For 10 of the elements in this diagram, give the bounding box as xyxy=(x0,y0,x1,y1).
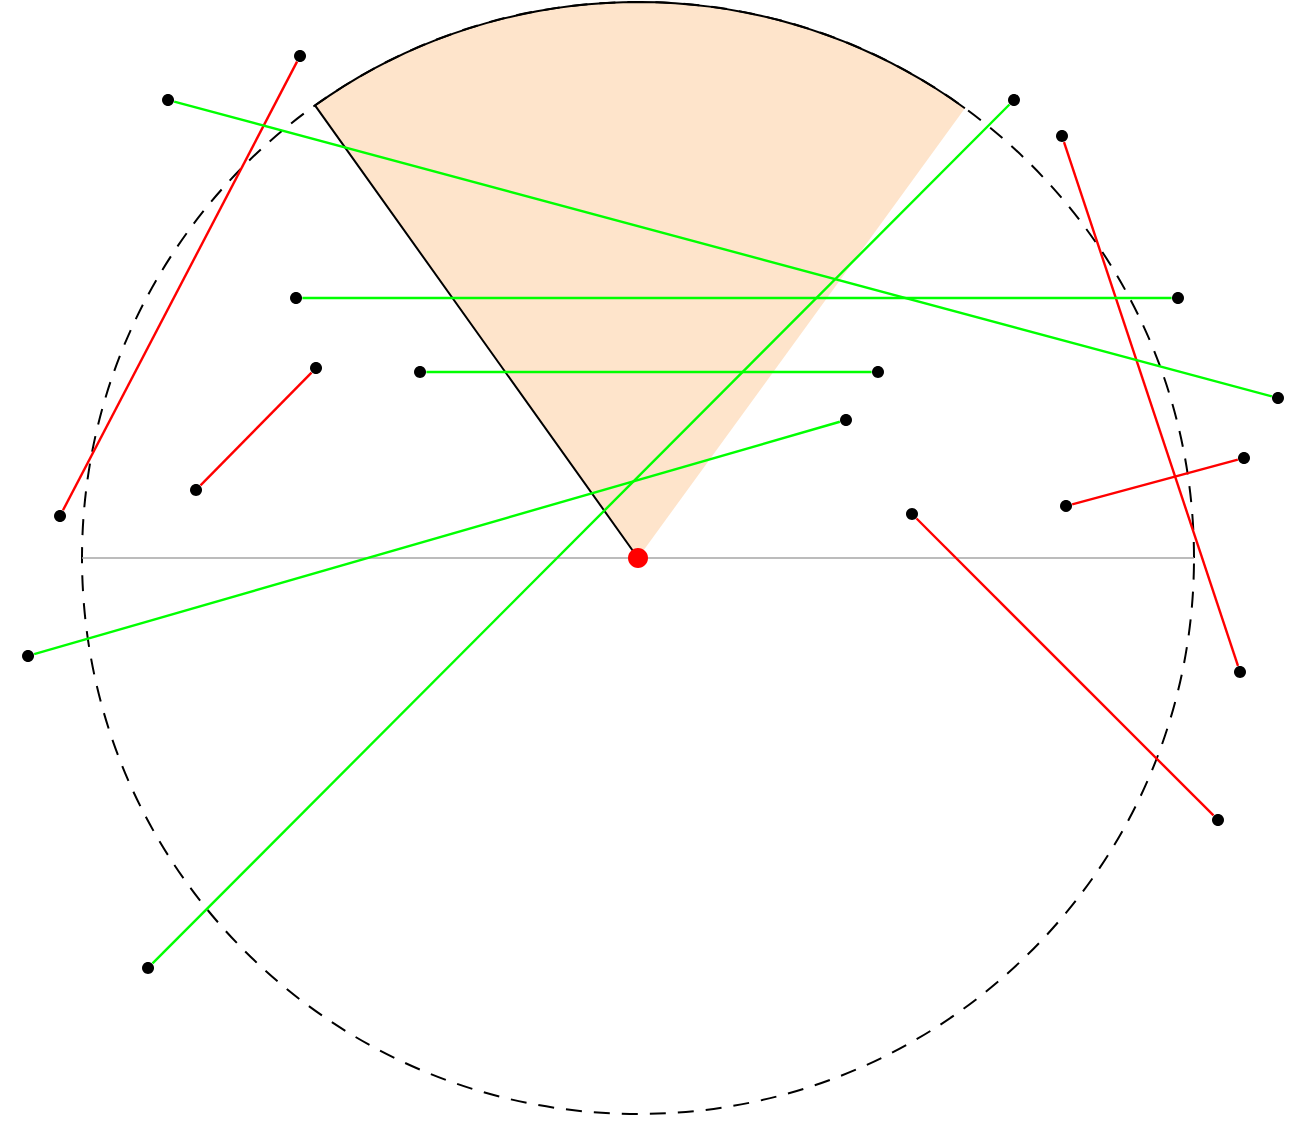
line-segment xyxy=(173,100,1273,398)
line-segment xyxy=(302,296,1172,300)
line-segment xyxy=(199,371,313,487)
line-segment xyxy=(1062,141,1240,667)
line-segment xyxy=(915,517,1215,817)
line-segment xyxy=(151,103,1011,965)
line-segment xyxy=(61,61,299,511)
line-segment xyxy=(33,420,841,656)
line-segment xyxy=(1071,458,1239,506)
line-segment xyxy=(426,370,872,374)
